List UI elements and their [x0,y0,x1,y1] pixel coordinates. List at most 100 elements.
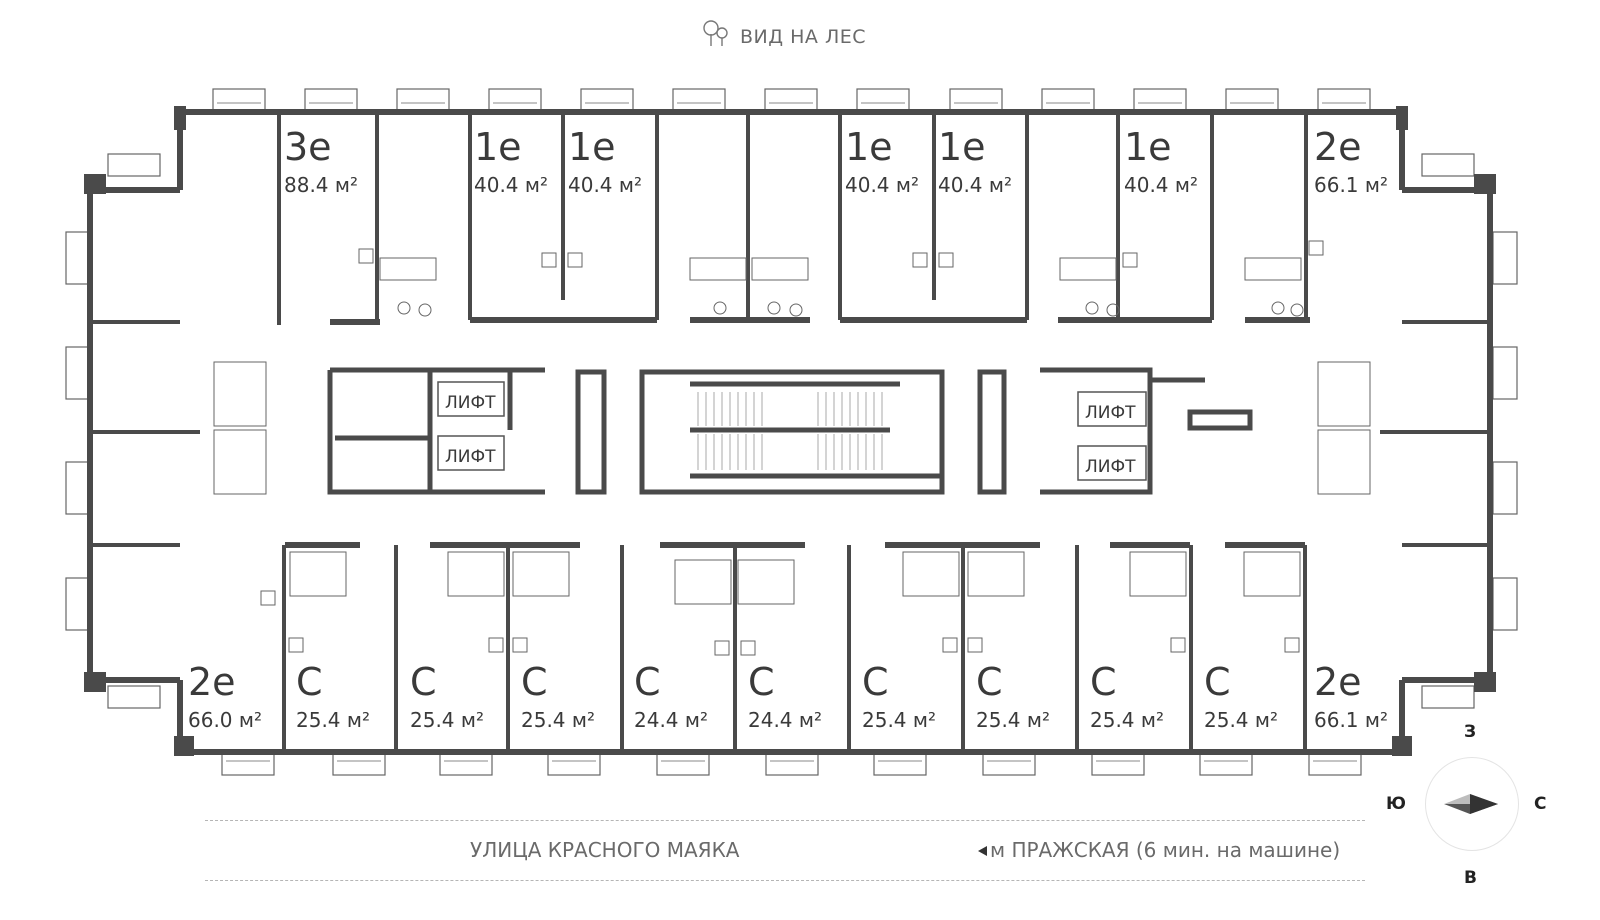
apartment-type: С [521,660,548,704]
apartment-area: 40.4 м² [568,173,642,197]
apartment-area: 66.0 м² [188,708,262,732]
apartment-type: 3е [284,125,332,169]
window [107,685,161,709]
window [765,752,819,776]
apartment-area: 40.4 м² [1124,173,1198,197]
toilet [789,303,803,317]
apartment-type: 2е [1314,660,1362,704]
compass-right: С [1534,794,1547,814]
windows-side [65,153,1518,709]
window [439,752,493,776]
bathroom-unit [674,559,732,605]
apartment-type: 2е [1314,125,1362,169]
stove [938,252,954,268]
windows-top [212,88,1371,112]
window [873,752,927,776]
view-label: ВИД НА ЛЕС [740,26,867,48]
staircase [697,392,883,470]
window [332,752,386,776]
apartment-area: 66.1 м² [1314,708,1388,732]
window [949,88,1003,112]
toilet [1271,301,1285,315]
core [327,367,1253,495]
bathroom-unit [1129,551,1187,597]
toilet [767,301,781,315]
stove [714,640,730,656]
compass-arrow-icon [1444,794,1498,814]
toilet [418,303,432,317]
bathroom-unit [967,551,1025,597]
window [65,346,91,400]
stove [1284,637,1300,653]
window [221,752,275,776]
bathroom-unit [1243,551,1301,597]
bathroom-unit [1317,361,1371,427]
bathroom-unit [512,551,570,597]
apartment-area: 25.4 м² [296,708,370,732]
window [672,88,726,112]
bathroom-unit [902,551,960,597]
window [65,461,91,515]
window [982,752,1036,776]
apartment-type: 2е [188,660,236,704]
window [1492,577,1518,631]
elevators [437,381,1147,481]
window [1091,752,1145,776]
bathtub [1244,257,1302,281]
bathroom-unit [447,551,505,597]
window [1317,88,1371,112]
bathroom-unit [1317,429,1371,495]
apartments-bottom: 2е 66.0 м² С 25.4 м² С 25.4 м² С 25.4 м²… [188,660,1388,732]
apartment-area: 25.4 м² [521,708,595,732]
apartment-type: С [862,660,889,704]
window [1492,461,1518,515]
window [856,88,910,112]
elevator-label: ЛИФТ [445,447,496,467]
apartments-top: 3е 88.4 м² 1е 40.4 м² 1е 40.4 м² 1е 40.4… [284,125,1388,197]
toilet [1085,301,1099,315]
elevator-label: ЛИФТ [1085,457,1136,477]
apartment-area: 25.4 м² [410,708,484,732]
apartment-type: С [1204,660,1231,704]
stove [912,252,928,268]
window [580,88,634,112]
window [1421,685,1475,709]
window [764,88,818,112]
bathtub [689,257,747,281]
bathroom-unit [213,429,267,495]
window [1492,231,1518,285]
apartment-area: 40.4 м² [474,173,548,197]
wall-columns [84,106,1496,756]
window [212,88,266,112]
bathtub [1059,257,1117,281]
compass [1425,757,1519,851]
stove [260,590,276,606]
compass-top: З [1464,722,1477,742]
apartment-type: С [748,660,775,704]
metro-arrow-icon [978,846,987,856]
elevator-label: ЛИФТ [445,393,496,413]
stove [1170,637,1186,653]
bathroom-unit [289,551,347,597]
toilet [713,301,727,315]
window [1308,752,1362,776]
window [1199,752,1253,776]
apartment-type: С [296,660,323,704]
apartment-area: 24.4 м² [748,708,822,732]
apartment-type: С [634,660,661,704]
divider-bottom [205,880,1365,881]
bathroom-fixtures [213,240,1371,656]
window [656,752,710,776]
window [65,231,91,285]
top-partitions [90,112,1490,547]
apartment-area: 25.4 м² [1090,708,1164,732]
stove [942,637,958,653]
window [1492,346,1518,400]
stove [512,637,528,653]
apartment-type: С [1090,660,1117,704]
apartment-area: 25.4 м² [976,708,1050,732]
metro-label: м ПРАЖСКАЯ (6 мин. на машине) [990,838,1341,862]
window [1041,88,1095,112]
window [547,752,601,776]
compass-bottom: В [1464,868,1477,888]
